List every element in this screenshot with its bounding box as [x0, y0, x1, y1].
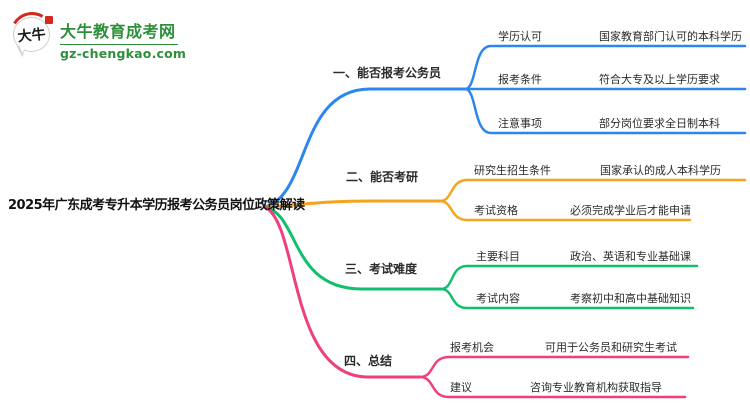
site-logo[interactable]: 大牛 大牛教育成考网 gz-chengkao.com [5, 7, 202, 62]
branch-2-item-2-label: 考试资格 [474, 204, 518, 217]
branch-3-item-2-label: 考试内容 [476, 292, 520, 305]
branch-3-curve [263, 205, 443, 291]
branch-4-item-1-underline [418, 355, 690, 379]
branch-4-item-2-underline [418, 375, 687, 399]
branch-4-item-1-label: 报考机会 [450, 341, 494, 354]
branch-2-item-1-label: 研究生招生条件 [474, 164, 551, 177]
root-topic-title: 2025年广东成考专升本学历报考公务员岗位政策解读 [8, 198, 305, 213]
branch-2-label: 二、能否考研 [346, 170, 419, 184]
branch-2-item-1-value: 国家承认的成人本科学历 [600, 164, 721, 177]
branch-2-item-2-underline [438, 199, 692, 222]
branch-1-item-2-label: 报考条件 [498, 73, 542, 86]
site-name: 大牛教育成考网 [60, 22, 176, 41]
logo-bubble-icon: 大牛 [5, 7, 59, 61]
site-url: gz-chengkao.com [60, 46, 187, 61]
logo-seal-icon [45, 16, 53, 24]
branch-3-item-2-underline [439, 287, 695, 310]
branch-4-label: 四、总结 [344, 354, 393, 368]
branch-1-item-2-value: 符合大专及以上学历要求 [599, 73, 720, 86]
logo-bubble-body [13, 17, 50, 52]
branch-1-label: 一、能否报考公务员 [333, 66, 442, 80]
branch-1-item-3-underline [463, 87, 747, 135]
branch-2-item-1-underline [438, 178, 747, 203]
branch-4-item-2-label: 建议 [450, 381, 472, 394]
branch-3-item-1-value: 政治、英语和专业基础课 [570, 250, 691, 263]
branch-3-item-2-value: 考察初中和高中基础知识 [570, 292, 691, 305]
logo-text-block: 大牛教育成考网 gz-chengkao.com [60, 10, 186, 61]
branch-2-item-2-value: 必须完成学业后才能申请 [570, 204, 691, 217]
branch-1-item-1-label: 学历认可 [498, 30, 542, 43]
branch-2-curve [263, 199, 442, 209]
branch-1-item-1-value: 国家教育部门认可的本科学历 [599, 30, 742, 43]
branch-3-label: 三、考试难度 [345, 262, 418, 276]
branch-3-item-1-underline [439, 264, 699, 291]
branch-4-item-2-value: 咨询专业教育机构获取指导 [530, 381, 662, 394]
branch-3-item-1-label: 主要科目 [476, 250, 520, 263]
logo-divider [60, 44, 178, 45]
branch-1-item-1-underline [463, 44, 747, 91]
branch-1-item-3-value: 部分岗位要求全日制本科 [599, 117, 720, 130]
branch-4-curve [263, 205, 422, 379]
branch-4-item-1-value: 可用于公务员和研究生考试 [545, 341, 677, 354]
branch-1-curve [263, 87, 467, 209]
branch-1-item-3-label: 注意事项 [498, 117, 542, 130]
